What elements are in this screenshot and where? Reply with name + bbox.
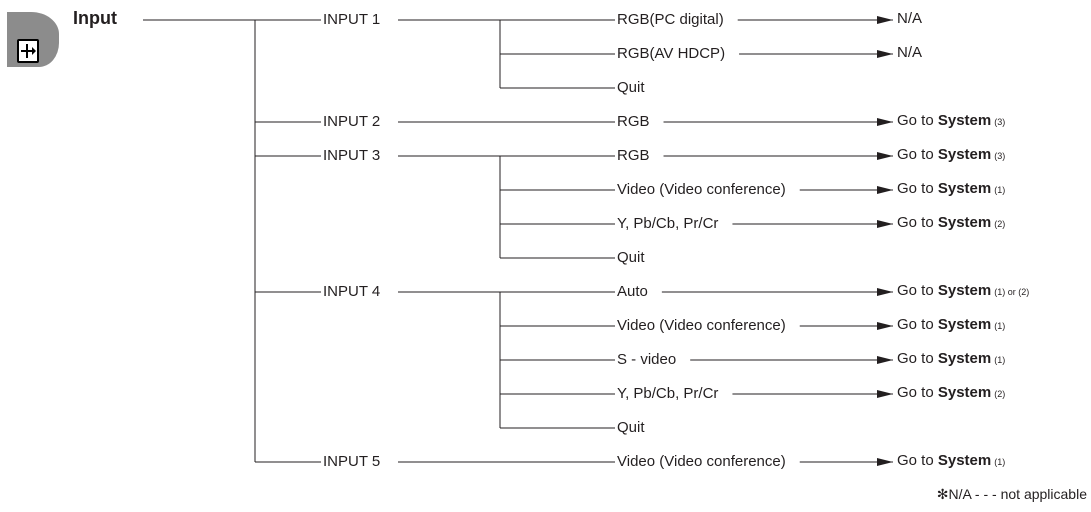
- option-quit[interactable]: Quit: [615, 249, 647, 267]
- footnote: ✻N/A - - - not applicable: [936, 486, 1087, 502]
- arrow-head: [877, 186, 893, 194]
- result-target-system[interactable]: System: [937, 282, 992, 299]
- result-prefix: Go to: [897, 214, 938, 231]
- result-label: Go to System(3): [897, 146, 1006, 165]
- result-prefix: Go to: [897, 384, 938, 401]
- option-video-video-conference[interactable]: Video (Video conference): [615, 181, 788, 199]
- result-prefix: Go to: [897, 146, 938, 163]
- option-rgb-av-hdcp[interactable]: RGB(AV HDCP): [615, 45, 728, 63]
- arrow-head: [877, 118, 893, 126]
- option-s-video[interactable]: S - video: [615, 351, 679, 369]
- input-icon: [17, 39, 39, 63]
- input-3-item[interactable]: INPUT 3: [321, 147, 383, 165]
- result-label: Go to System(2): [897, 214, 1006, 233]
- option-rgb[interactable]: RGB: [615, 147, 652, 165]
- result-target-system[interactable]: System: [937, 112, 992, 129]
- option-video-video-conference[interactable]: Video (Video conference): [615, 453, 788, 471]
- result-label: Go to System(2): [897, 384, 1006, 403]
- result-target-system[interactable]: System: [937, 384, 992, 401]
- input-1-item[interactable]: INPUT 1: [321, 11, 383, 29]
- result-text: N/A: [897, 10, 923, 27]
- result-reference: (2): [994, 389, 1006, 399]
- result-label: Go to System(3): [897, 112, 1006, 131]
- result-label: Go to System(1): [897, 316, 1006, 335]
- option-rgb-pc-digital[interactable]: RGB(PC digital): [615, 11, 726, 29]
- result-reference: (1): [994, 185, 1006, 195]
- result-reference: (3): [994, 151, 1006, 161]
- arrow-head: [877, 288, 893, 296]
- result-reference: (1): [994, 457, 1006, 467]
- result-prefix: Go to: [897, 282, 938, 299]
- option-rgb[interactable]: RGB: [615, 113, 652, 131]
- result-target-system[interactable]: System: [937, 214, 992, 231]
- result-label: N/A: [897, 10, 923, 28]
- option-quit[interactable]: Quit: [615, 419, 647, 437]
- result-prefix: Go to: [897, 350, 938, 367]
- result-target-system[interactable]: System: [937, 316, 992, 333]
- input-4-item[interactable]: INPUT 4: [321, 283, 383, 301]
- result-label: Go to System(1): [897, 180, 1006, 199]
- input-menu-icon-badge: [7, 12, 59, 67]
- arrow-head: [877, 390, 893, 398]
- arrow-head: [877, 152, 893, 160]
- result-prefix: Go to: [897, 452, 938, 469]
- arrow-head: [877, 50, 893, 58]
- result-label: Go to System(1): [897, 452, 1006, 471]
- result-reference: (1): [994, 355, 1006, 365]
- result-label: Go to System(1) or (2): [897, 282, 1030, 301]
- option-quit[interactable]: Quit: [615, 79, 647, 97]
- option-video-video-conference[interactable]: Video (Video conference): [615, 317, 788, 335]
- result-target-system[interactable]: System: [937, 350, 992, 367]
- menu-title: Input: [73, 8, 117, 28]
- result-target-system[interactable]: System: [937, 452, 992, 469]
- result-target-system[interactable]: System: [937, 180, 992, 197]
- result-reference: (1) or (2): [994, 287, 1030, 297]
- option-auto[interactable]: Auto: [615, 283, 650, 301]
- result-label: N/A: [897, 44, 923, 62]
- result-prefix: Go to: [897, 180, 938, 197]
- result-text: N/A: [897, 44, 923, 61]
- arrow-head: [877, 458, 893, 466]
- result-reference: (1): [994, 321, 1006, 331]
- arrow-head: [877, 220, 893, 228]
- arrow-head: [877, 356, 893, 364]
- arrow-head: [877, 322, 893, 330]
- result-reference: (3): [994, 117, 1006, 127]
- result-prefix: Go to: [897, 316, 938, 333]
- result-label: Go to System(1): [897, 350, 1006, 369]
- result-reference: (2): [994, 219, 1006, 229]
- result-prefix: Go to: [897, 112, 938, 129]
- option-y-pb-cb-pr-cr[interactable]: Y, Pb/Cb, Pr/Cr: [615, 215, 721, 233]
- input-5-item[interactable]: INPUT 5: [321, 453, 383, 471]
- arrow-head: [877, 16, 893, 24]
- input-2-item[interactable]: INPUT 2: [321, 113, 383, 131]
- option-y-pb-cb-pr-cr[interactable]: Y, Pb/Cb, Pr/Cr: [615, 385, 721, 403]
- result-target-system[interactable]: System: [937, 146, 992, 163]
